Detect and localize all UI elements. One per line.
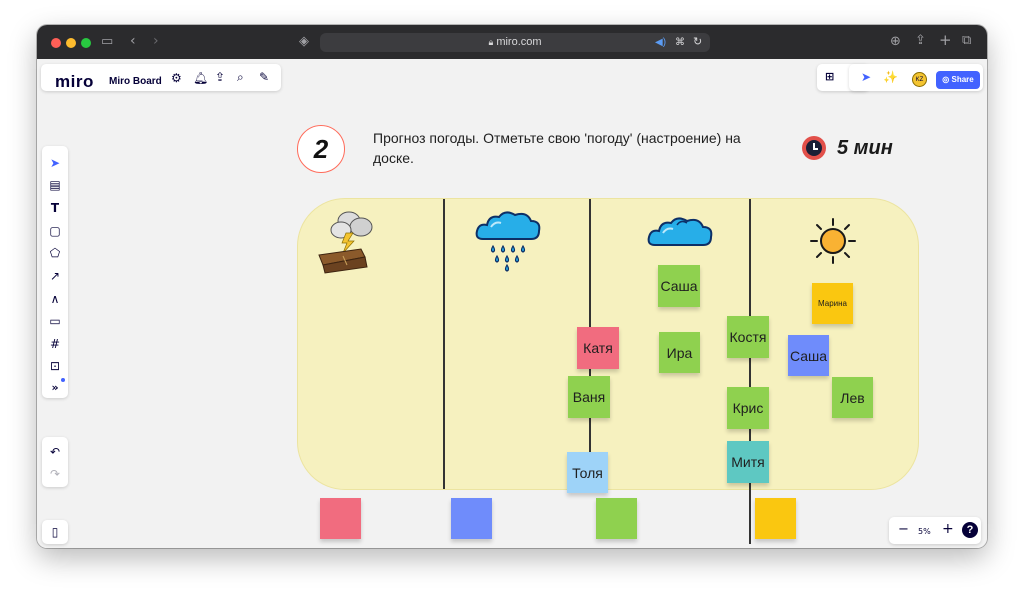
search-icon[interactable]: ⌕ — [237, 70, 244, 84]
sticky-note-text: Митя — [731, 454, 765, 470]
share-toolbar: ➤ ✨ KZ ◎ Share — [849, 64, 983, 91]
sun-icon — [810, 218, 856, 264]
shapes-icon[interactable]: ⬠ — [49, 246, 61, 260]
download-icon[interactable]: ⊕ — [890, 34, 901, 49]
minimize-window-button[interactable] — [66, 38, 76, 48]
url-text: miro.com — [496, 36, 542, 48]
select-tool-icon[interactable]: ➤ — [49, 156, 61, 170]
timer-clock-icon[interactable] — [802, 136, 826, 160]
step-number: 2 — [297, 125, 345, 173]
forward-icon[interactable]: › — [153, 33, 159, 49]
zoom-controls: − 5% + ? — [889, 517, 981, 544]
reactions-icon[interactable]: ✨ — [883, 70, 898, 84]
sticky-note[interactable]: Крис — [727, 387, 769, 429]
sticky-note-text: Ваня — [572, 389, 606, 405]
frames-panel-icon: ▯ — [51, 525, 59, 539]
shapes-apps-icon[interactable]: ⊞ — [825, 70, 835, 83]
column-divider — [443, 199, 445, 489]
empty-sticky-note[interactable] — [596, 498, 637, 539]
export-upload-icon[interactable]: ⇪ — [215, 70, 226, 84]
plugins-icon[interactable]: ✎ — [259, 70, 270, 84]
sticky-note-text: Костя — [729, 329, 767, 345]
board-canvas[interactable]: miro Miro Board ⚙ 🔔︎ ⇪ ⌕ ✎ ⊞ ➤ ✨ KZ ◎ Sh… — [37, 59, 987, 548]
frame-icon[interactable]: # — [49, 337, 61, 351]
zoom-out-button[interactable]: − — [898, 522, 909, 537]
sticky-note[interactable]: Митя — [727, 441, 769, 483]
board-toolbar: miro Miro Board ⚙ 🔔︎ ⇪ ⌕ ✎ — [41, 64, 281, 91]
redo-icon[interactable]: ↷ — [49, 467, 61, 481]
share-page-icon[interactable]: ⇪ — [915, 33, 926, 48]
close-window-button[interactable] — [51, 38, 61, 48]
upload-icon[interactable]: ⊡ — [49, 359, 61, 373]
sticky-note[interactable]: Саша — [658, 265, 700, 307]
sticky-note-text: Марина — [818, 299, 847, 308]
sticky-note[interactable]: Ира — [659, 332, 700, 373]
sticky-note-icon[interactable]: ▢ — [49, 224, 61, 238]
sticky-note[interactable]: Толя — [567, 452, 608, 493]
timer-label: 5 мин — [837, 137, 893, 159]
empty-sticky-note[interactable] — [755, 498, 796, 539]
empty-sticky-note[interactable] — [451, 498, 492, 539]
address-bar[interactable]: 🔒︎ miro.com ◀) ⌘ ↻ — [320, 33, 710, 52]
back-icon[interactable]: ‹ — [130, 33, 136, 49]
cloud-icon — [647, 217, 713, 246]
pointer-icon[interactable]: ➤ — [861, 70, 872, 84]
notifications-bell-icon[interactable]: 🔔︎ — [193, 71, 209, 85]
reload-icon[interactable]: ↻ — [693, 36, 703, 48]
new-tools-badge — [61, 378, 65, 382]
undo-icon[interactable]: ↶ — [49, 445, 61, 459]
history-toolbar: ↶ ↷ — [42, 437, 68, 487]
translate-icon[interactable]: ⌘ — [675, 37, 685, 48]
lock-icon: 🔒︎ — [488, 37, 494, 47]
sticky-note[interactable]: Катя — [577, 327, 619, 369]
column-divider — [749, 199, 751, 544]
sticky-note[interactable]: Ваня — [568, 376, 610, 418]
rain-cloud-icon — [475, 211, 541, 272]
text-tool-icon[interactable]: T — [50, 201, 60, 215]
templates-icon[interactable]: ▤ — [49, 178, 61, 192]
sticky-note-text: Лев — [840, 389, 865, 406]
sticky-note[interactable]: Саша — [788, 335, 829, 376]
more-tools-icon[interactable]: » — [51, 381, 59, 394]
share-button-label: Share — [951, 75, 974, 84]
pen-icon[interactable]: ∧ — [50, 292, 60, 306]
maximize-window-button[interactable] — [81, 38, 91, 48]
creation-toolbar: ➤ ▤ T ▢ ⬠ ↗ ∧ ▭ # ⊡ » — [42, 146, 68, 398]
share-button[interactable]: ◎ Share — [936, 71, 980, 89]
browser-window: ▭ ‹ › ◈ 🔒︎ miro.com ◀) ⌘ ↻ ⊕ ⇪ + ⧉ miro … — [37, 25, 987, 548]
sticky-note[interactable]: Лев — [832, 377, 873, 418]
zoom-level[interactable]: 5% — [918, 527, 931, 536]
zoom-in-button[interactable]: + — [942, 521, 954, 537]
sticky-note-text: Катя — [583, 340, 613, 356]
frames-panel-toggle[interactable]: ▯ — [42, 520, 68, 544]
tab-overview-icon[interactable]: ⧉ — [962, 33, 972, 48]
new-tab-icon[interactable]: + — [939, 31, 952, 49]
sticky-note-text: Ира — [666, 344, 693, 361]
miro-logo[interactable]: miro — [55, 72, 94, 91]
sticky-note-text: Саша — [789, 347, 828, 364]
help-button[interactable]: ? — [962, 522, 978, 538]
thunderstorm-coffin-icon — [318, 211, 373, 274]
sticky-note-text: Толя — [572, 464, 603, 481]
instruction-text: Прогноз погоды. Отметьте свою 'погоду' (… — [373, 130, 741, 166]
settings-gear-icon[interactable]: ⚙ — [171, 71, 182, 85]
board-name[interactable]: Miro Board — [109, 76, 162, 87]
privacy-shield-icon[interactable]: ◈ — [299, 34, 309, 49]
empty-sticky-note[interactable] — [320, 498, 361, 539]
browser-titlebar: ▭ ‹ › ◈ 🔒︎ miro.com ◀) ⌘ ↻ ⊕ ⇪ + ⧉ — [37, 25, 987, 59]
sticky-note[interactable]: Костя — [727, 316, 769, 358]
user-avatar[interactable]: KZ — [912, 72, 927, 87]
comment-icon[interactable]: ▭ — [49, 314, 61, 328]
sidebar-toggle-icon[interactable]: ▭ — [101, 34, 114, 49]
sticky-note-text: Крис — [732, 400, 764, 416]
sticky-note-text: Саша — [660, 278, 698, 294]
sticky-note[interactable]: Марина — [812, 283, 853, 324]
connection-line-icon[interactable]: ↗ — [49, 269, 61, 283]
audio-icon[interactable]: ◀) — [655, 37, 667, 48]
